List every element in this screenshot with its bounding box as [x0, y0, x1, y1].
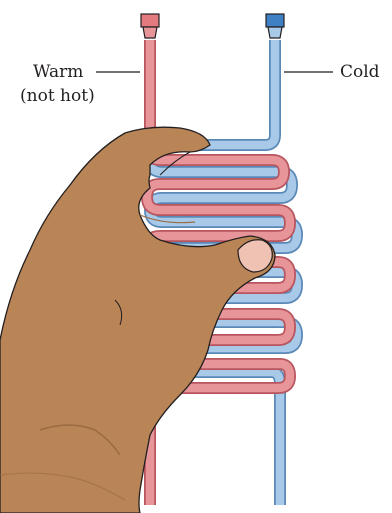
warm-sublabel: (not hot) [20, 86, 95, 107]
cold-pipe-cap-icon [266, 14, 284, 38]
thumbnail [238, 240, 272, 272]
cold-label: Cold [340, 62, 380, 83]
warm-pipe-cap-icon [141, 14, 159, 38]
warm-label: Warm [33, 62, 83, 83]
